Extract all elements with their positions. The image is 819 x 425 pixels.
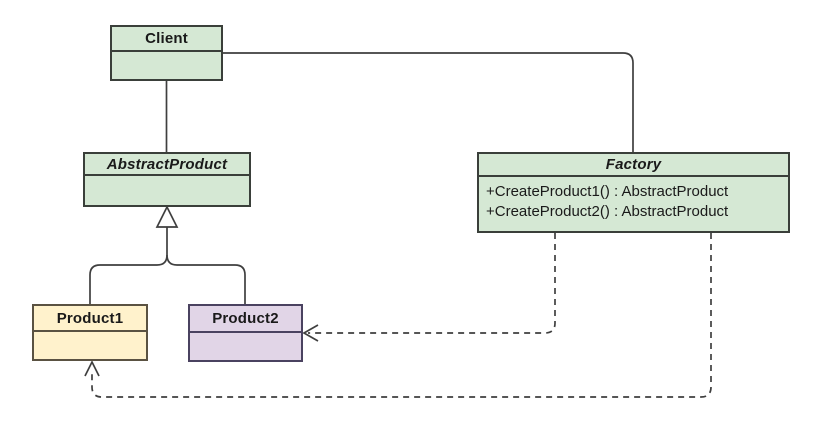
class-body-abstractproduct [85, 176, 249, 205]
factory-method-createproduct1: +CreateProduct1() : AbstractProduct [486, 183, 729, 200]
class-body-product2 [190, 333, 301, 360]
class-box-product1: Product1 [32, 304, 148, 361]
factory-product2-dependency-line [308, 233, 556, 334]
class-title-product2: Product2 [190, 306, 301, 333]
class-body-factory: +CreateProduct1() : AbstractProduct +Cre… [479, 177, 788, 231]
open-arrowhead-product2-icon [302, 324, 319, 342]
class-title-factory: Factory [479, 154, 788, 177]
hollow-triangle-arrowhead-icon [155, 205, 179, 228]
product1-generalization-line [89, 227, 168, 304]
factory-product1-dependency-line [91, 233, 712, 398]
open-arrowhead-product1-icon [84, 360, 100, 377]
class-box-client: Client [110, 25, 223, 81]
class-box-factory: Factory +CreateProduct1() : AbstractProd… [477, 152, 790, 233]
factory-method-createproduct2: +CreateProduct2() : AbstractProduct [486, 203, 729, 220]
product2-generalization-line [166, 254, 246, 304]
client-factory-association-line [223, 52, 634, 152]
class-title-product1: Product1 [34, 306, 146, 332]
class-title-abstractproduct: AbstractProduct [85, 154, 249, 176]
class-box-product2: Product2 [188, 304, 303, 362]
class-title-client: Client [112, 27, 221, 52]
class-body-client [112, 52, 221, 79]
class-body-product1 [34, 332, 146, 359]
class-box-abstractproduct: AbstractProduct [83, 152, 251, 207]
